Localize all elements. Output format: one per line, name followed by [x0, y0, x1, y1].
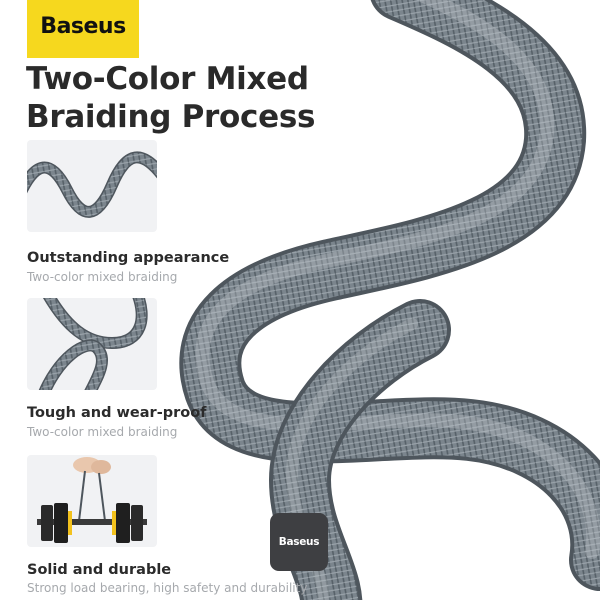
title-line-1: Two-Color Mixed	[26, 61, 309, 97]
brand-badge: Baseus	[270, 513, 328, 571]
feature-title-1: Outstanding appearance	[27, 250, 230, 266]
feature-subtitle-1: Two-color mixed braiding	[27, 270, 178, 284]
feature-subtitle-3: Strong load bearing, high safety and dur…	[27, 581, 308, 595]
title-line-2: Braiding Process	[26, 99, 316, 135]
page-title: Two-Color Mixed Braiding Process	[26, 60, 326, 136]
dumbbell-hanging-image	[27, 455, 157, 547]
feature-subtitle-2: Two-color mixed braiding	[27, 425, 178, 439]
brand-logo: Baseus	[27, 0, 139, 58]
brand-badge-text: Baseus	[278, 536, 320, 548]
brand-logo-text: Baseus	[40, 14, 126, 39]
wavy-cable-image	[27, 140, 157, 232]
knotted-cable-image	[27, 298, 157, 390]
feature-title-2: Tough and wear-proof	[27, 405, 207, 421]
feature-title-3: Solid and durable	[27, 562, 172, 578]
